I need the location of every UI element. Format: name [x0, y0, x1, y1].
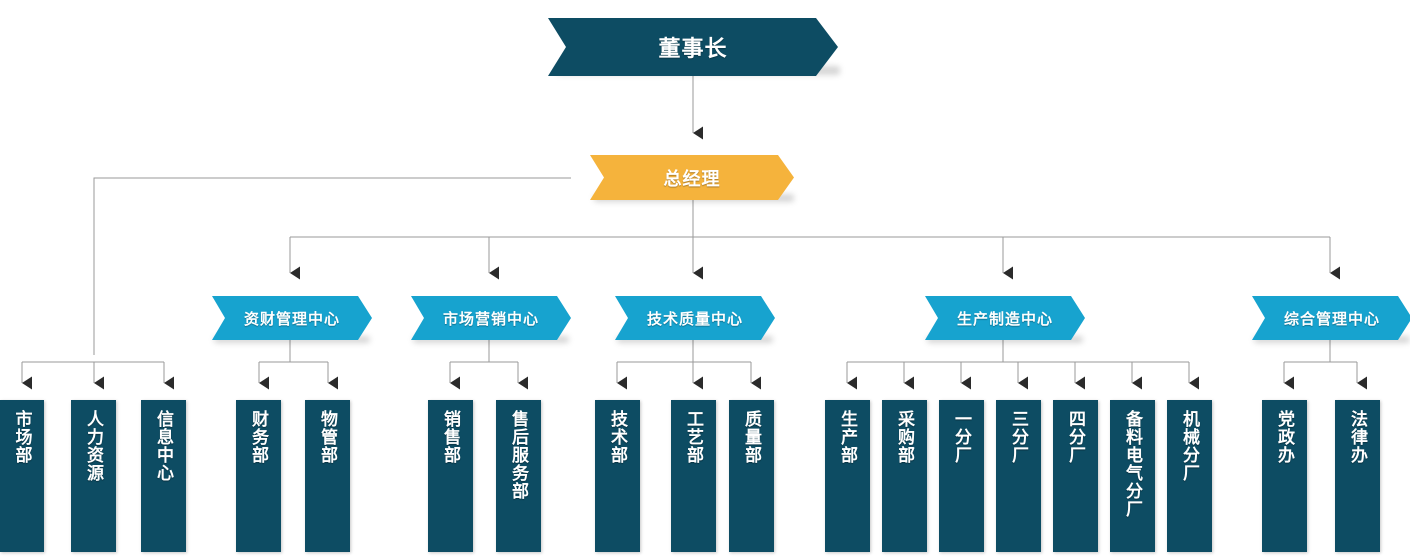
dept-label: 一分厂 — [952, 410, 972, 464]
center-label: 资财管理中心 — [243, 310, 340, 328]
dept-label: 市场部 — [12, 410, 32, 464]
dept-label: 法律办 — [1348, 410, 1368, 464]
dept-label: 党政办 — [1275, 410, 1295, 464]
node-dept-dangzheng[interactable]: 党政办 — [1262, 400, 1307, 552]
node-dept-xiaoshou[interactable]: 销售部 — [428, 400, 473, 552]
node-dept-sifenchang[interactable]: 四分厂 — [1053, 400, 1098, 552]
node-dept-zhiliang[interactable]: 质量部 — [729, 400, 774, 552]
node-center-jishu[interactable]: 技术质量中心 — [615, 296, 775, 340]
chairman-label: 董事长 — [658, 36, 728, 61]
chevron-shape — [1252, 296, 1410, 340]
dept-label: 质量部 — [742, 410, 762, 464]
node-general-manager[interactable]: 总经理 — [590, 155, 794, 200]
dept-label: 物管部 — [318, 410, 338, 464]
node-dept-caiwu[interactable]: 财务部 — [236, 400, 281, 552]
node-dept-shichangbu[interactable]: 市场部 — [0, 400, 44, 552]
chevron-shape — [590, 155, 794, 200]
dept-label: 技术部 — [608, 410, 628, 464]
node-dept-jixie[interactable]: 机械分厂 — [1167, 400, 1212, 552]
node-dept-sanfenchang[interactable]: 三分厂 — [996, 400, 1041, 552]
center-label: 市场营销中心 — [442, 310, 539, 328]
node-center-shengchan[interactable]: 生产制造中心 — [925, 296, 1085, 340]
chevron-shape — [548, 18, 838, 76]
dept-label: 四分厂 — [1066, 410, 1086, 464]
node-dept-xinxi[interactable]: 信息中心 — [141, 400, 186, 552]
node-dept-shouhou[interactable]: 售后服务部 — [496, 400, 541, 552]
dept-label: 采购部 — [895, 410, 915, 464]
node-chairman[interactable]: 董事长 — [548, 18, 838, 76]
dept-label: 销售部 — [441, 410, 461, 464]
node-center-zicai[interactable]: 资财管理中心 — [212, 296, 372, 340]
dept-label: 机械分厂 — [1180, 410, 1200, 482]
node-dept-jishubu[interactable]: 技术部 — [595, 400, 640, 552]
dept-label: 工艺部 — [684, 410, 704, 464]
general-manager-label: 总经理 — [663, 168, 721, 189]
dept-label: 人力资源 — [84, 410, 104, 482]
node-dept-caigou[interactable]: 采购部 — [882, 400, 927, 552]
node-dept-yifenchang[interactable]: 一分厂 — [939, 400, 984, 552]
dept-label: 备料电气分厂 — [1123, 410, 1143, 518]
node-center-zonghe[interactable]: 综合管理中心 — [1252, 296, 1410, 340]
center-label: 综合管理中心 — [1283, 310, 1380, 328]
node-dept-shengchanbu[interactable]: 生产部 — [825, 400, 870, 552]
node-dept-renli[interactable]: 人力资源 — [71, 400, 116, 552]
chevron-shape — [615, 296, 775, 340]
dept-label: 信息中心 — [154, 410, 174, 482]
dept-label: 财务部 — [249, 410, 269, 464]
dept-label: 售后服务部 — [509, 410, 529, 500]
center-label: 技术质量中心 — [646, 310, 743, 328]
dept-label: 生产部 — [838, 410, 858, 464]
chevron-shape — [411, 296, 571, 340]
node-dept-wuguan[interactable]: 物管部 — [305, 400, 350, 552]
center-label: 生产制造中心 — [956, 310, 1053, 328]
node-dept-gongyi[interactable]: 工艺部 — [671, 400, 716, 552]
chevron-shape — [925, 296, 1085, 340]
node-dept-beiliao[interactable]: 备料电气分厂 — [1110, 400, 1155, 552]
chevron-shape — [212, 296, 372, 340]
node-dept-falv[interactable]: 法律办 — [1335, 400, 1380, 552]
node-center-shichang[interactable]: 市场营销中心 — [411, 296, 571, 340]
dept-label: 三分厂 — [1009, 410, 1029, 464]
